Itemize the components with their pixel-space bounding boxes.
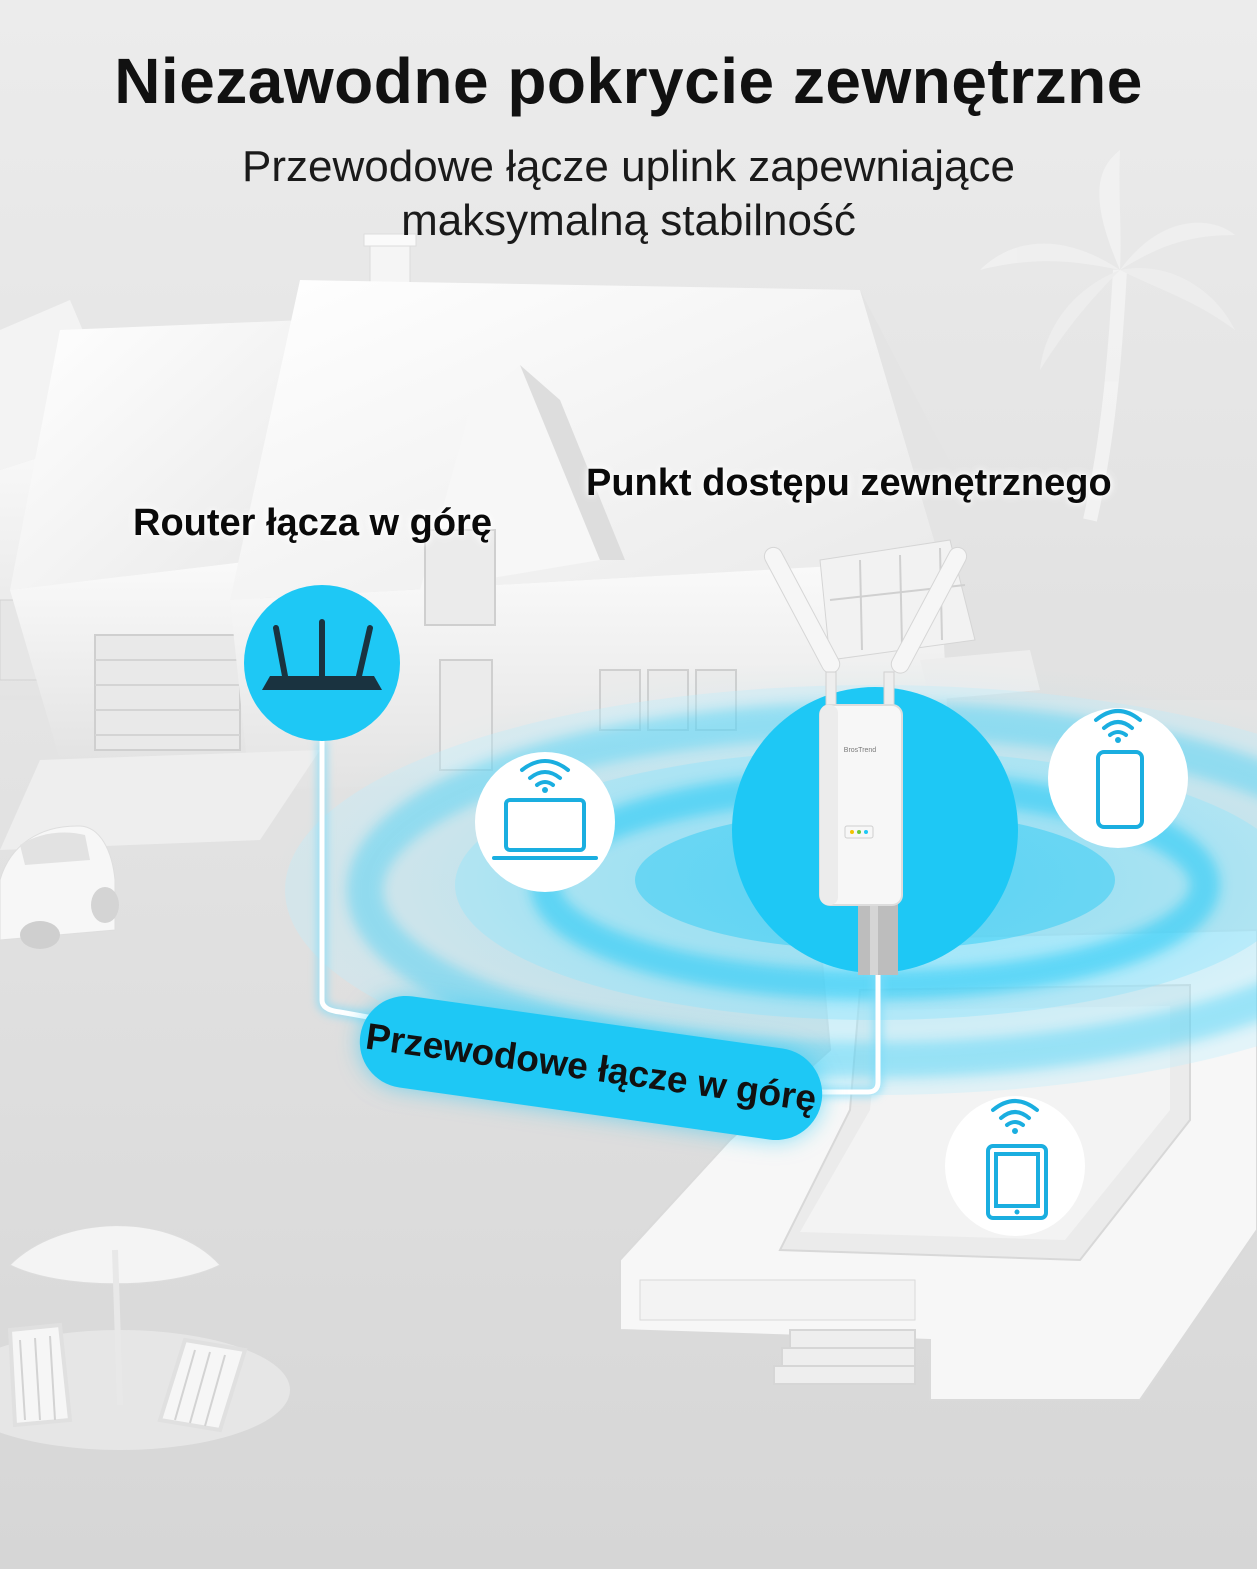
house <box>0 233 1040 850</box>
access-point-device <box>732 546 1018 975</box>
umbrella-chairs <box>0 1225 290 1450</box>
router-label: Router łącza w górę <box>133 502 492 544</box>
access-point-label: Punkt dostępu zewnętrznego <box>586 462 1112 504</box>
device-brand-label: BrosTrend <box>844 747 877 754</box>
router-icon <box>244 585 400 741</box>
subtitle-line-1: Przewodowe łącze uplink zapewniające <box>242 142 1015 191</box>
page-subtitle: Przewodowe łącze uplink zapewniające mak… <box>0 140 1257 248</box>
phone-wifi-icon <box>1048 708 1188 848</box>
palm-tree <box>980 150 1235 522</box>
subtitle-line-2: maksymalną stabilność <box>401 196 856 245</box>
tablet-wifi-icon <box>945 1096 1085 1236</box>
car <box>0 825 119 949</box>
wired-uplink-cable <box>316 740 884 1098</box>
laptop-wifi-icon <box>475 752 615 892</box>
page-title: Niezawodne pokrycie zewnętrzne <box>114 45 1143 117</box>
